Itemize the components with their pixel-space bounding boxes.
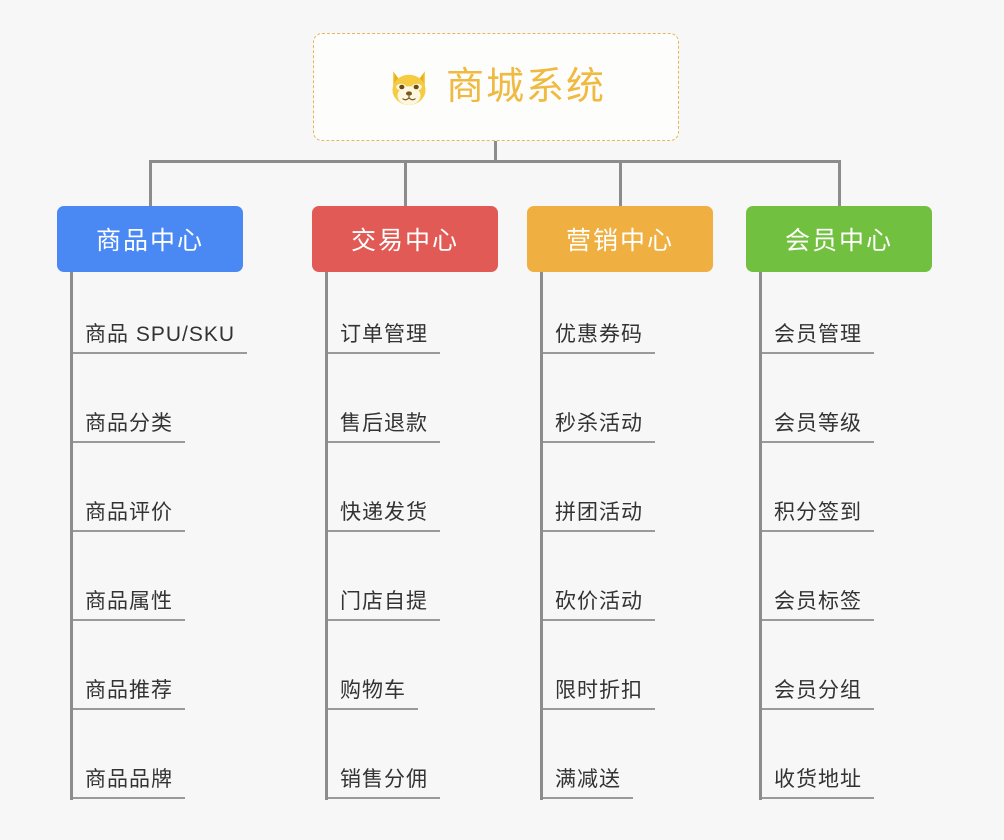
leaf-item[interactable]: 快递发货 — [328, 488, 440, 532]
branch-header-product-center[interactable]: 商品中心 — [57, 206, 243, 272]
leaf-item[interactable]: 优惠券码 — [543, 310, 655, 354]
leaf-label: 购物车 — [328, 680, 418, 710]
leaf-item[interactable]: 砍价活动 — [543, 577, 655, 621]
root-node[interactable]: 商城系统 — [313, 33, 679, 141]
leaf-label: 会员标签 — [762, 591, 874, 621]
leaf-label: 商品分类 — [73, 413, 185, 443]
leaf-label: 销售分佣 — [328, 769, 440, 799]
leaf-label: 门店自提 — [328, 591, 440, 621]
leaf-item[interactable]: 会员管理 — [762, 310, 874, 354]
leaf-label: 快递发货 — [328, 502, 440, 532]
leaf-label: 砍价活动 — [543, 591, 655, 621]
leaf-label: 拼团活动 — [543, 502, 655, 532]
leaf-label: 会员等级 — [762, 413, 874, 443]
connector-root-stem — [494, 141, 497, 163]
shiba-dog-icon — [392, 71, 426, 107]
root-title: 商城系统 — [445, 66, 606, 108]
leaf-label: 商品属性 — [73, 591, 185, 621]
leaf-item[interactable]: 拼团活动 — [543, 488, 655, 532]
spine-trade-center — [325, 272, 328, 800]
leaf-label: 会员管理 — [762, 324, 874, 354]
connector-drop-trade-center — [404, 160, 407, 206]
leaf-item[interactable]: 购物车 — [328, 666, 418, 710]
leaf-item[interactable]: 积分签到 — [762, 488, 874, 532]
leaf-label: 商品推荐 — [73, 680, 185, 710]
leaf-item[interactable]: 会员等级 — [762, 399, 874, 443]
connector-horizontal-bus — [150, 160, 840, 163]
connector-drop-marketing-center — [619, 160, 622, 206]
leaf-label: 秒杀活动 — [543, 413, 655, 443]
leaf-item[interactable]: 商品 SPU/SKU — [73, 310, 248, 354]
spine-marketing-center — [540, 272, 543, 800]
leaf-item[interactable]: 门店自提 — [328, 577, 440, 621]
spine-product-center — [70, 272, 73, 800]
leaf-label: 积分签到 — [762, 502, 874, 532]
leaf-label: 会员分组 — [762, 680, 874, 710]
leaf-item[interactable]: 商品评价 — [73, 488, 185, 532]
leaf-item[interactable]: 收货地址 — [762, 755, 874, 799]
leaf-item[interactable]: 会员标签 — [762, 577, 874, 621]
branch-label: 交易中心 — [350, 227, 459, 255]
leaf-label: 收货地址 — [762, 769, 874, 799]
connector-drop-product-center — [149, 160, 152, 206]
branch-header-member-center[interactable]: 会员中心 — [746, 206, 932, 272]
leaf-label: 订单管理 — [328, 324, 440, 354]
leaf-item[interactable]: 商品属性 — [73, 577, 185, 621]
leaf-item[interactable]: 限时折扣 — [543, 666, 655, 710]
branch-label: 营销中心 — [565, 227, 674, 255]
leaf-label: 满减送 — [543, 769, 633, 799]
leaf-item[interactable]: 满减送 — [543, 755, 633, 799]
leaf-item[interactable]: 会员分组 — [762, 666, 874, 710]
leaf-item[interactable]: 秒杀活动 — [543, 399, 655, 443]
leaf-item[interactable]: 销售分佣 — [328, 755, 440, 799]
leaf-item[interactable]: 商品分类 — [73, 399, 185, 443]
branch-label: 会员中心 — [784, 227, 893, 255]
spine-member-center — [759, 272, 762, 800]
branch-header-trade-center[interactable]: 交易中心 — [312, 206, 498, 272]
leaf-item[interactable]: 售后退款 — [328, 399, 440, 443]
leaf-label: 商品评价 — [73, 502, 185, 532]
leaf-item[interactable]: 订单管理 — [328, 310, 440, 354]
leaf-label: 商品 SPU/SKU — [73, 324, 248, 354]
leaf-label: 限时折扣 — [543, 680, 655, 710]
connector-drop-member-center — [838, 160, 841, 206]
branch-label: 商品中心 — [95, 227, 204, 255]
leaf-label: 商品品牌 — [73, 769, 185, 799]
leaf-label: 优惠券码 — [543, 324, 655, 354]
leaf-item[interactable]: 商品推荐 — [73, 666, 185, 710]
leaf-label: 售后退款 — [328, 413, 440, 443]
branch-header-marketing-center[interactable]: 营销中心 — [527, 206, 713, 272]
leaf-item[interactable]: 商品品牌 — [73, 755, 185, 799]
